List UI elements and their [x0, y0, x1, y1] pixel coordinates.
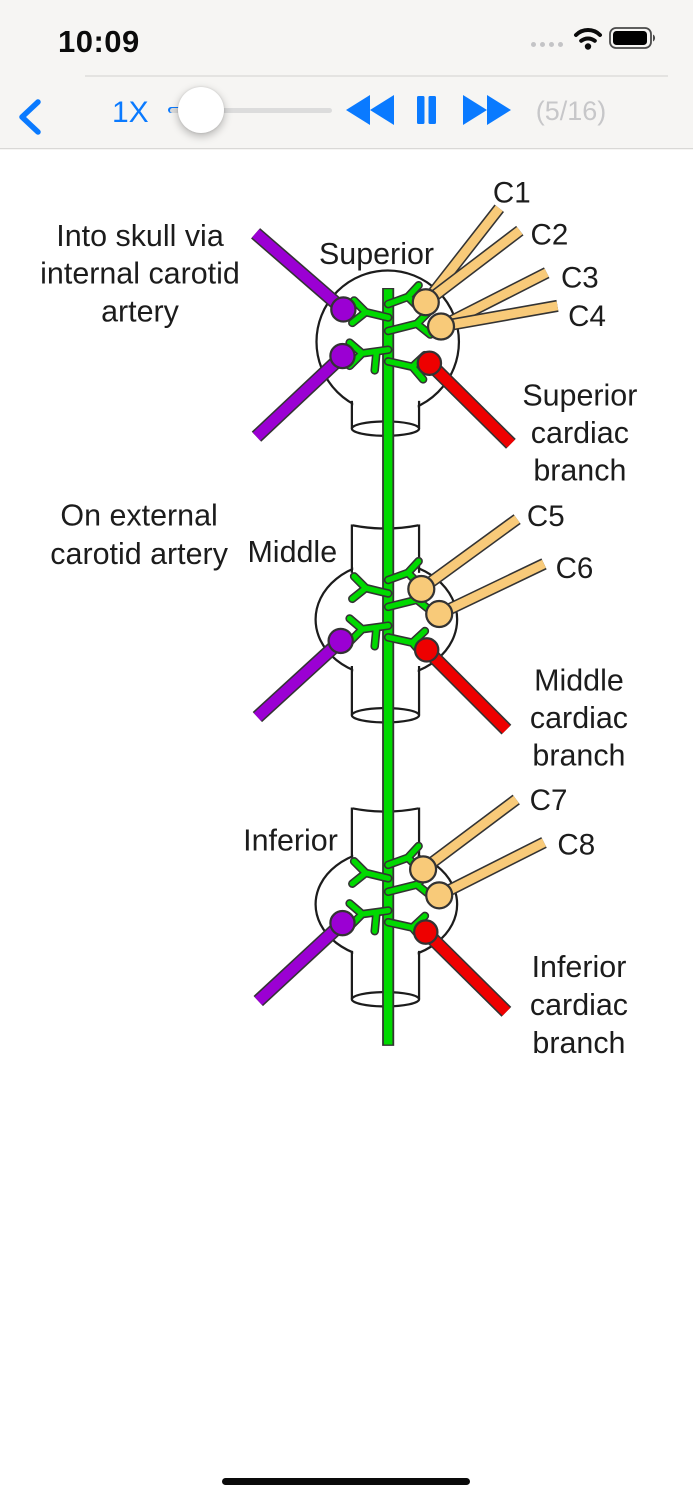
- label-inferior-cardiac-line-2: cardiac: [530, 988, 628, 1022]
- label-inferior: Inferior: [243, 824, 338, 858]
- label-inferior-cardiac-line-3: branch: [532, 1026, 625, 1060]
- label-superior-cardiac-line-2: cardiac: [531, 416, 629, 450]
- red-node: [413, 637, 440, 663]
- middle-cardiac-branch-line: [422, 646, 511, 734]
- progress-slider[interactable]: [166, 86, 338, 134]
- home-indicator[interactable]: [222, 1478, 470, 1485]
- pause-button[interactable]: [415, 88, 439, 137]
- back-button[interactable]: [14, 95, 54, 139]
- orange-node: [426, 312, 456, 341]
- label-into-skull-line-2: internal carotid: [40, 257, 240, 291]
- c4-ramus: [440, 301, 559, 331]
- orange-node: [425, 599, 454, 629]
- wifi-icon: [573, 27, 603, 55]
- playback-speed-button[interactable]: 1X: [112, 96, 149, 129]
- c5-ramus: [418, 515, 520, 593]
- separator-line: [85, 75, 668, 77]
- superior-cardiac-branch-line: [425, 359, 515, 448]
- purple-node: [329, 909, 356, 937]
- label-c6: C6: [556, 552, 594, 585]
- label-inferior-cardiac-line-1: Inferior: [532, 950, 627, 984]
- label-c5: C5: [527, 500, 565, 533]
- c7-ramus: [420, 795, 519, 873]
- label-c1: C1: [493, 177, 531, 210]
- slider-thumb[interactable]: [178, 87, 224, 133]
- purple-node: [330, 296, 357, 323]
- orange-node: [411, 288, 440, 317]
- slider-track[interactable]: [170, 108, 332, 113]
- orange-node: [425, 881, 454, 910]
- nerve-bush: [346, 282, 433, 383]
- label-middle: Middle: [247, 535, 337, 569]
- label-c2: C2: [531, 219, 569, 252]
- label-middle-cardiac-line-2: cardiac: [530, 701, 628, 735]
- label-middle-cardiac-line-3: branch: [532, 739, 625, 773]
- label-into-skull-line-3: artery: [101, 294, 180, 328]
- rewind-button[interactable]: [345, 88, 395, 137]
- label-superior: Superior: [319, 237, 434, 271]
- orange-node: [408, 855, 438, 884]
- label-c7: C7: [530, 784, 568, 817]
- label-c4: C4: [568, 300, 606, 333]
- label-c8: C8: [557, 829, 595, 862]
- inferior-gray-ramus: [254, 919, 347, 1005]
- page-counter: (5/16): [535, 96, 607, 126]
- superior-internal-carotid-branch: [252, 229, 347, 314]
- purple-node: [329, 342, 356, 370]
- c2-ramus: [423, 227, 523, 306]
- fast-forward-button[interactable]: [462, 88, 512, 137]
- label-on-external-line-1: On external: [60, 499, 217, 533]
- purple-node: [327, 627, 354, 655]
- middle-gray-ramus: [253, 636, 345, 722]
- toolbar-bottom-border: [0, 148, 693, 149]
- red-node: [416, 350, 443, 376]
- label-c3: C3: [561, 262, 599, 295]
- red-node: [413, 919, 439, 945]
- top-chrome: 10:09 1X: [0, 0, 693, 150]
- label-middle-cardiac-line-1: Middle: [534, 663, 624, 697]
- orange-node: [407, 574, 436, 604]
- c6-ramus: [437, 559, 546, 619]
- battery-icon: [609, 27, 657, 54]
- cellular-signal-icon: [531, 42, 563, 47]
- label-on-external-line-2: carotid artery: [50, 537, 228, 571]
- inferior-cardiac-branch-line: [422, 928, 511, 1016]
- superior-external-carotid-branch: [252, 352, 347, 441]
- label-superior-cardiac-line-1: Superior: [522, 378, 637, 412]
- status-time: 10:09: [58, 24, 140, 59]
- label-into-skull-line-1: Into skull via: [56, 219, 224, 253]
- c8-ramus: [437, 838, 547, 900]
- label-superior-cardiac-line-3: branch: [533, 454, 626, 488]
